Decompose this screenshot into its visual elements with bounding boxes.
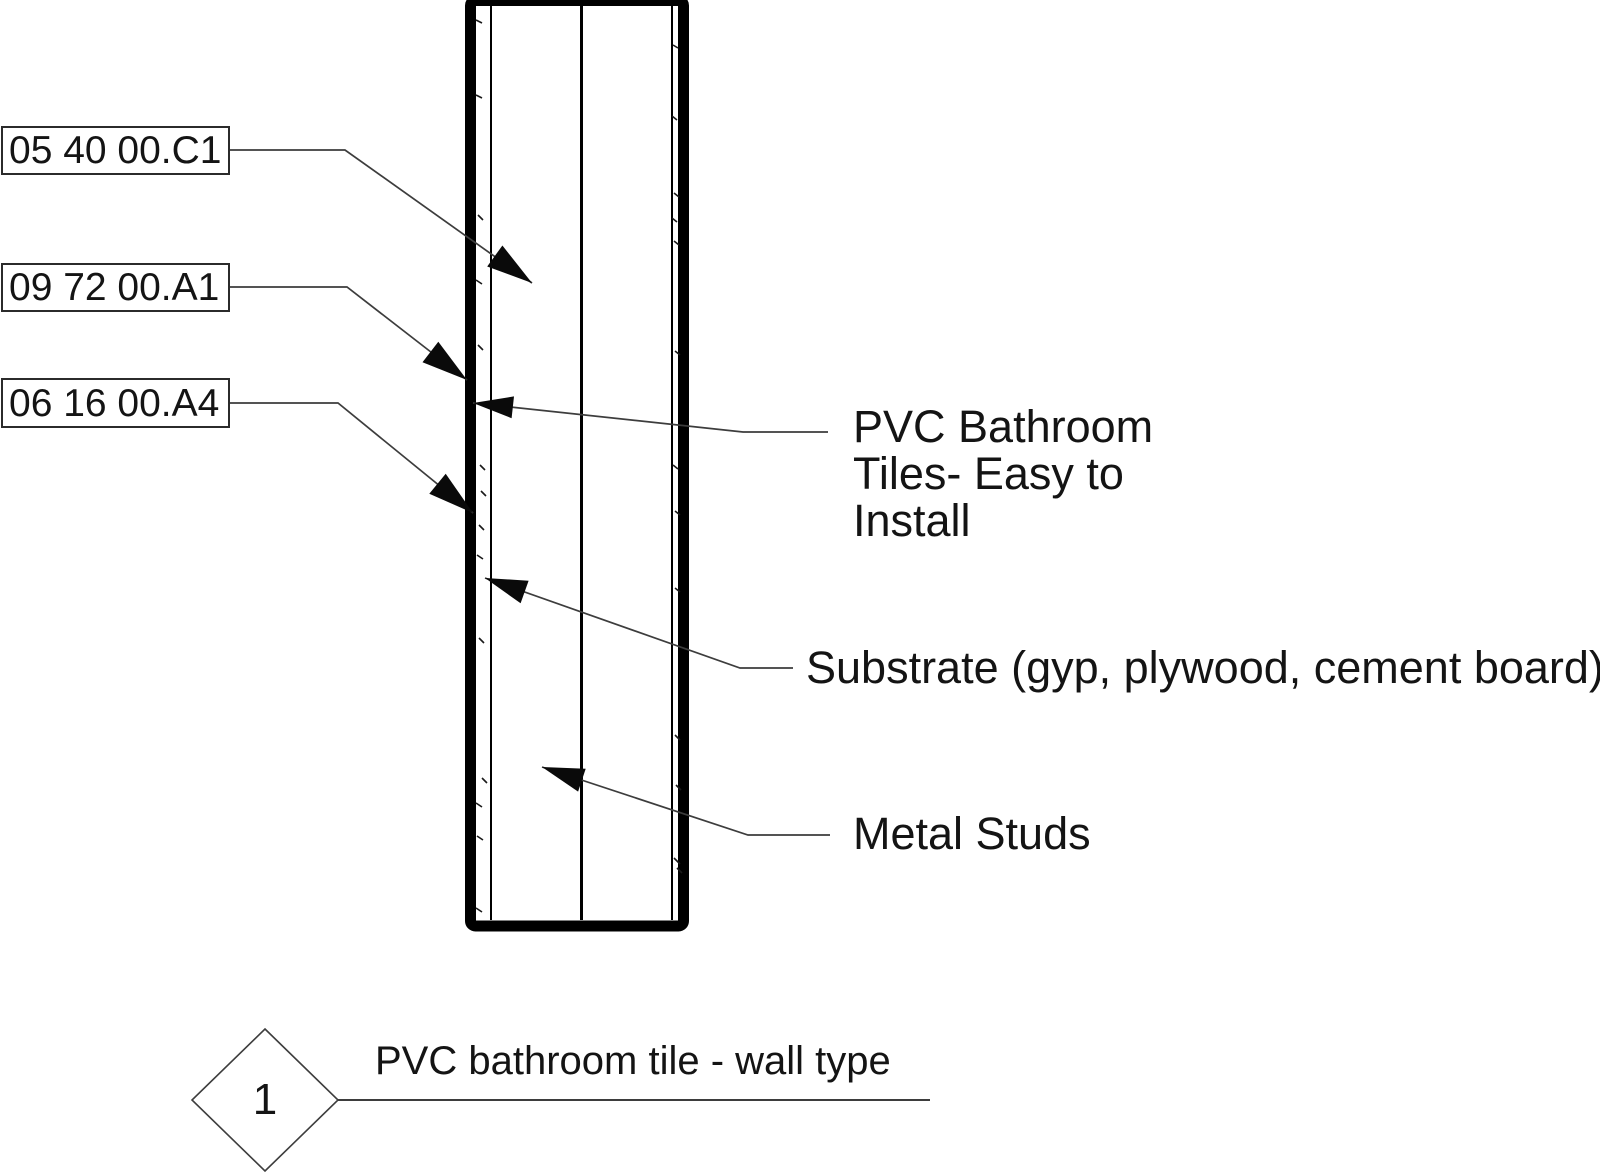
detail-marker-diamond xyxy=(190,1027,340,1173)
callout-code: 06 16 00.A4 xyxy=(9,381,220,425)
callout-box-09-72-00: 09 72 00.A1 xyxy=(1,263,230,312)
annotation-substrate: Substrate (gyp, plywood, cement board) xyxy=(806,642,1600,693)
leader-callout-06-16-00 xyxy=(230,402,474,514)
arrowhead-pvc-tiles xyxy=(473,396,514,419)
callout-code: 05 40 00.C1 xyxy=(9,129,222,172)
callout-box-06-16-00: 06 16 00.A4 xyxy=(1,378,230,428)
arrowhead-callout-09-72-00 xyxy=(422,341,467,380)
leader-substrate xyxy=(484,577,793,669)
arrowhead-substrate xyxy=(485,578,529,604)
leader-metal-studs xyxy=(541,766,830,836)
leader-callout-09-72-00 xyxy=(230,286,468,381)
callout-box-05-40-00: 05 40 00.C1 xyxy=(1,126,230,175)
arrowhead-callout-05-40-00 xyxy=(487,245,532,283)
detail-marker-number: 1 xyxy=(252,1075,278,1124)
callout-code: 09 72 00.A1 xyxy=(9,266,220,309)
annotation-metal-studs: Metal Studs xyxy=(853,808,1091,859)
detail-title: PVC bathroom tile - wall type xyxy=(375,1039,891,1083)
texture-ticks-left-band xyxy=(475,19,488,913)
leader-pvc-tiles xyxy=(472,402,828,433)
texture-ticks-right-band xyxy=(671,44,683,874)
arrowhead-metal-studs xyxy=(542,767,586,792)
wall-section-outline xyxy=(465,0,689,932)
arrowhead-callout-06-16-00 xyxy=(429,473,473,513)
annotation-pvc-tiles: PVC Bathroom Tiles- Easy to Install xyxy=(853,401,1154,546)
leader-callout-05-40-00 xyxy=(230,149,533,284)
